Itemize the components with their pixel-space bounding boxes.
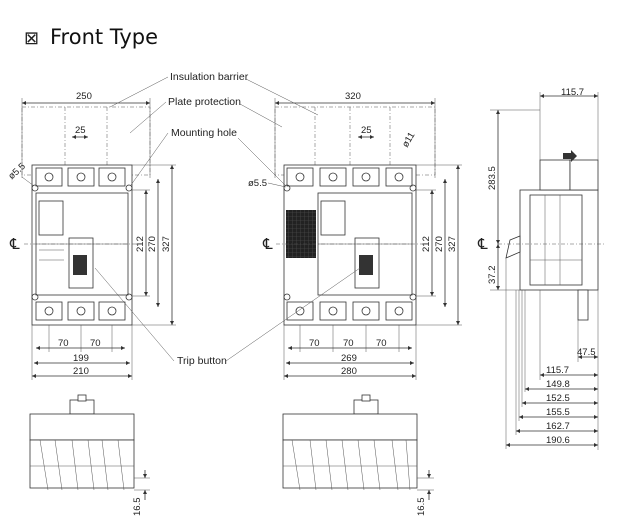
dim-side-155: 155.5 [546,407,570,418]
side-view: ℄ 115.7 283.5 37.2 47.5 115.7 149.8 152.… [477,87,606,450]
title-checkbox-icon: ⊠ [24,28,39,48]
callout-trip-button: Trip button [177,355,227,367]
callout-insulation-barrier: Insulation barrier [170,71,249,83]
dim-3p-barrier-width: 250 [76,91,92,102]
dim-3p-pole-1: 70 [58,338,69,349]
centerline-symbol-side: ℄ [477,236,488,253]
dim-3p-h270: 270 [147,236,158,252]
top-terminals-4p [286,167,413,187]
dim-3p-h212: 212 [135,236,146,252]
dim-4p-pole-2: 70 [343,338,354,349]
bottom-terminals-3p [35,301,126,321]
dim-4p-pitch: 25 [361,125,372,136]
callouts: Insulation barrier Plate protection Moun… [94,71,361,367]
dim-4p-barrier-width: 320 [345,91,361,102]
dim-4p-hole-dia: ø5.5 [248,178,267,189]
dim-side-152: 152.5 [546,393,570,404]
dim-side-47: 47.5 [577,347,596,358]
dim-side-115: 115.7 [546,365,569,376]
arrow-right-icon [563,150,577,162]
dim-side-149: 149.8 [546,379,570,390]
dim-4p-h212: 212 [421,236,432,252]
dim-bottom-right-16: 16.5 [416,498,427,517]
dim-side-162: 162.7 [546,421,570,432]
bottom-terminals-4p [286,301,413,321]
front-view-4p: 320 25 ø11 ℄ ø5.5 [248,91,462,380]
bottom-view-3p: 16.5 [29,394,150,517]
top-terminals-3p [35,167,126,187]
callout-plate-protection: Plate protection [168,96,241,108]
centerline-symbol-4p: ℄ [262,236,273,253]
dim-3p-w199: 199 [73,353,89,364]
dim-side-top: 115.7 [561,87,584,98]
callout-mounting-hole: Mounting hole [171,127,237,139]
dim-4p-h327: 327 [447,236,458,252]
dim-4p-w269: 269 [341,353,357,364]
dim-side-h283: 283.5 [487,166,498,190]
dim-3p-w210: 210 [73,366,89,377]
dim-4p-w280: 280 [341,366,357,377]
neutral-cover-hatched [286,210,316,258]
centerline-symbol-3p: ℄ [9,236,20,253]
page-title: Front Type [50,25,158,49]
dim-3p-pitch: 25 [75,125,86,136]
front-view-3p: 250 25 ℄ ø5. [6,91,176,380]
dim-bottom-left-16: 16.5 [132,498,143,517]
bottom-view-4p: 16.5 [282,394,434,517]
dim-3p-h327: 327 [161,236,172,252]
dim-3p-pole-2: 70 [90,338,101,349]
dim-side-190: 190.6 [546,435,570,446]
dim-4p-pole-1: 70 [309,338,320,349]
dim-side-h37: 37.2 [487,266,498,285]
dim-4p-pole-3: 70 [376,338,387,349]
dim-4p-h270: 270 [434,236,445,252]
dim-4p-hole-dia-11: ø11 [400,130,417,149]
